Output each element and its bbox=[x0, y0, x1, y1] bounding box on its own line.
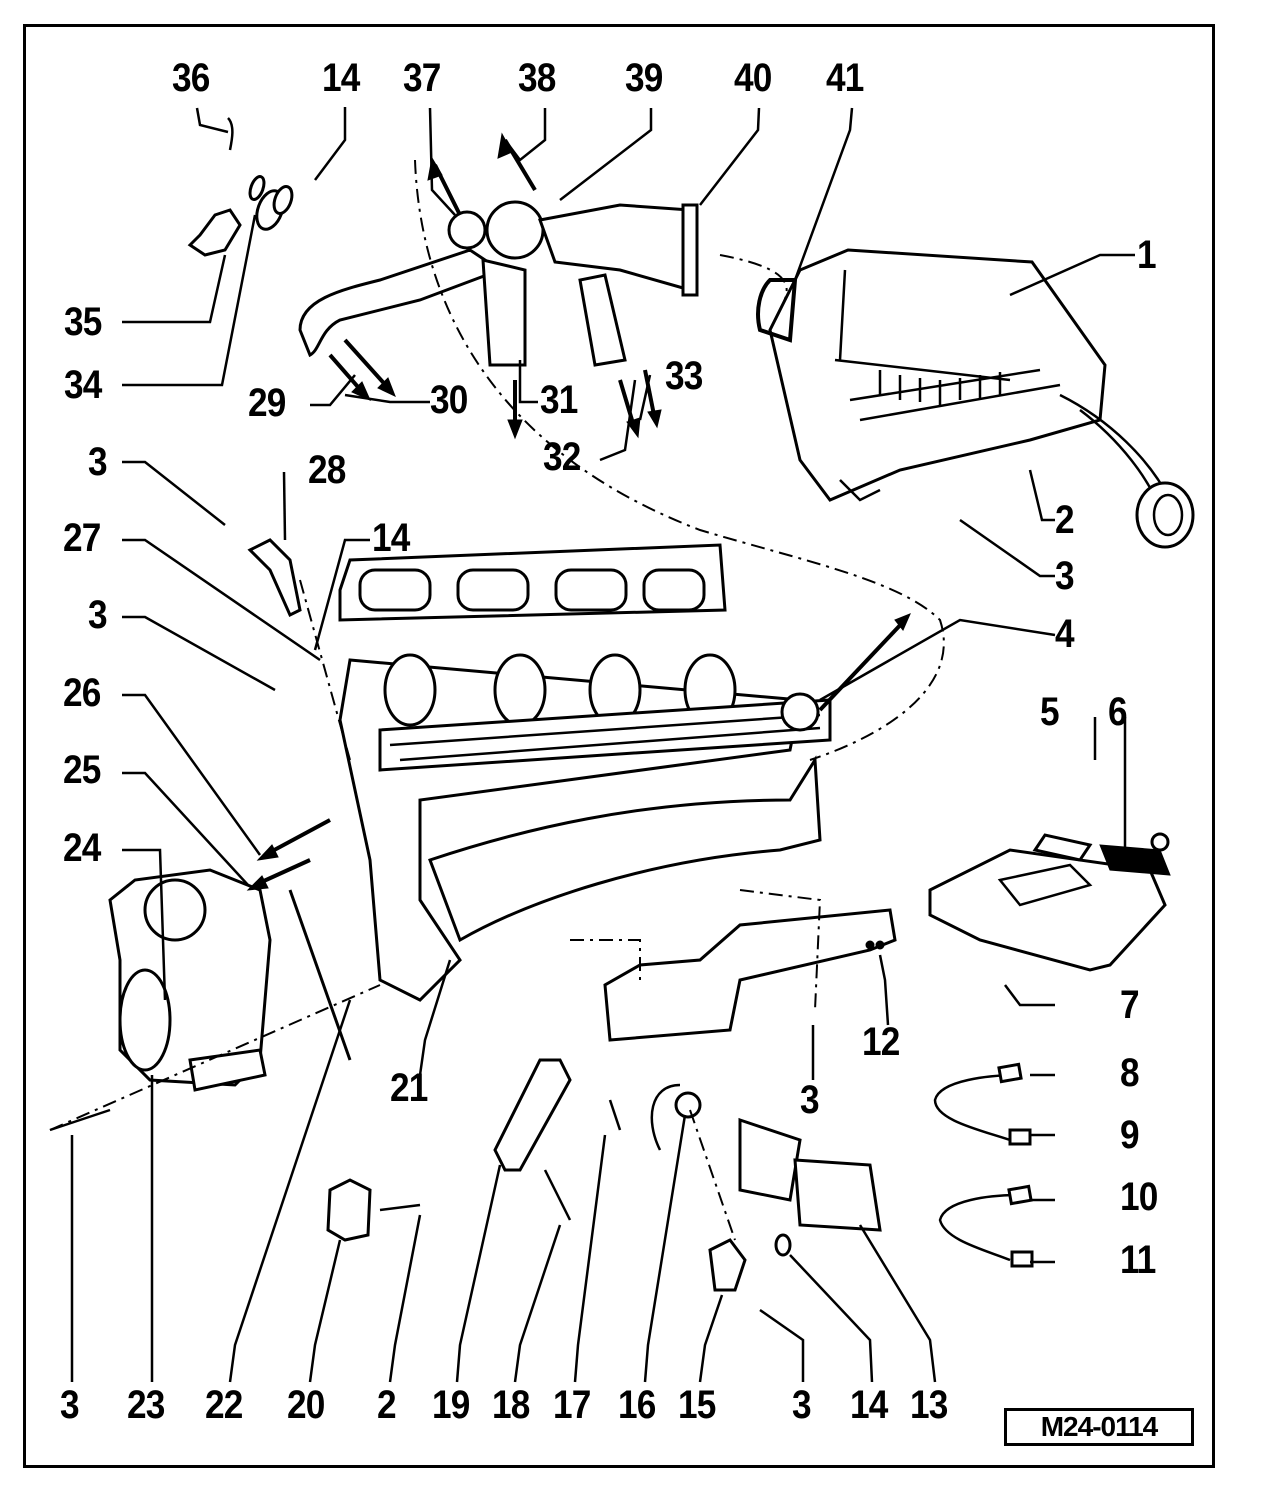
air-filter-housing bbox=[756, 248, 1195, 549]
intake-hose-assembly bbox=[298, 200, 699, 367]
sensor-parts-top-left bbox=[187, 117, 294, 257]
flow-arrows bbox=[246, 132, 911, 891]
callout-21: 21 bbox=[390, 1066, 428, 1110]
callout-3-b: 3 bbox=[88, 593, 108, 637]
callout-40: 40 bbox=[734, 56, 772, 100]
intake-manifold bbox=[247, 538, 832, 1002]
callout-35: 35 bbox=[64, 300, 102, 344]
callout-31: 31 bbox=[540, 378, 578, 422]
callout-28: 28 bbox=[308, 448, 346, 492]
callout-13: 13 bbox=[910, 1383, 948, 1427]
callout-3-bottom-right: 3 bbox=[792, 1383, 812, 1427]
callout-38: 38 bbox=[518, 56, 556, 100]
callout-17: 17 bbox=[553, 1383, 591, 1427]
callout-12: 12 bbox=[862, 1020, 900, 1064]
callout-22: 22 bbox=[205, 1383, 243, 1427]
engine-control-unit bbox=[928, 832, 1171, 972]
callout-1: 1 bbox=[1137, 233, 1157, 277]
callout-7: 7 bbox=[1120, 983, 1140, 1027]
assembly-centerlines bbox=[49, 159, 945, 1241]
callout-24: 24 bbox=[63, 826, 101, 870]
callout-26: 26 bbox=[63, 671, 101, 715]
bracket bbox=[603, 908, 897, 1042]
callout-14-mid: 14 bbox=[372, 516, 410, 560]
figure-id-box: M24-0114 bbox=[1004, 1408, 1194, 1446]
callout-27: 27 bbox=[63, 516, 101, 560]
callout-3-bracket: 3 bbox=[800, 1078, 820, 1122]
oxygen-sensors bbox=[933, 1062, 1034, 1268]
callout-23: 23 bbox=[127, 1383, 165, 1427]
callout-14-bottom: 14 bbox=[850, 1383, 888, 1427]
leader-lines bbox=[70, 107, 1135, 1383]
callout-19: 19 bbox=[432, 1383, 470, 1427]
callout-8: 8 bbox=[1120, 1051, 1140, 1095]
throttle-body bbox=[108, 868, 352, 1092]
lower-sensors-and-hardware bbox=[49, 1058, 882, 1292]
callout-33: 33 bbox=[665, 354, 703, 398]
callout-11: 11 bbox=[1120, 1238, 1156, 1282]
callout-9: 9 bbox=[1120, 1113, 1140, 1157]
callout-14-top: 14 bbox=[322, 56, 360, 100]
callout-36: 36 bbox=[172, 56, 210, 100]
callout-18: 18 bbox=[492, 1383, 530, 1427]
callout-3-bottom-left: 3 bbox=[60, 1383, 80, 1427]
callout-34: 34 bbox=[64, 363, 102, 407]
callout-4: 4 bbox=[1055, 612, 1075, 656]
callout-37: 37 bbox=[403, 56, 441, 100]
callout-32: 32 bbox=[543, 435, 581, 479]
callout-10: 10 bbox=[1120, 1175, 1158, 1219]
callout-16: 16 bbox=[618, 1383, 656, 1427]
callout-2-right: 2 bbox=[1055, 498, 1075, 542]
callout-2-bottom: 2 bbox=[377, 1383, 397, 1427]
diagram-frame bbox=[23, 24, 1215, 1468]
callout-41: 41 bbox=[826, 56, 864, 100]
callout-6: 6 bbox=[1108, 690, 1128, 734]
callout-3-right: 3 bbox=[1055, 554, 1075, 598]
callout-29: 29 bbox=[248, 381, 286, 425]
callout-20: 20 bbox=[287, 1383, 325, 1427]
callout-3-a: 3 bbox=[88, 440, 108, 484]
callout-25: 25 bbox=[63, 748, 101, 792]
callout-5: 5 bbox=[1040, 690, 1060, 734]
callout-39: 39 bbox=[625, 56, 663, 100]
callout-30: 30 bbox=[430, 378, 468, 422]
callout-15: 15 bbox=[678, 1383, 716, 1427]
